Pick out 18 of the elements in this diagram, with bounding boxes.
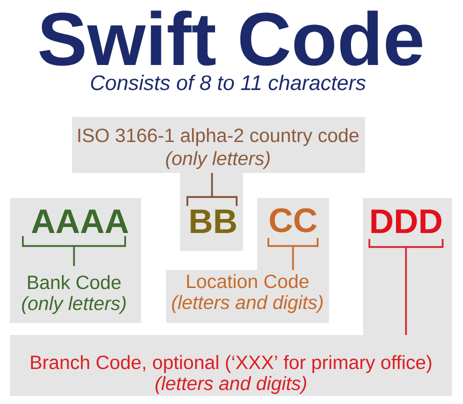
bracket-connector bbox=[268, 238, 318, 270]
bracket-connector bbox=[368, 239, 444, 335]
description-box: Bank Code (only letters) bbox=[10, 266, 141, 323]
subtitle: Consists of 8 to 11 characters bbox=[91, 74, 366, 90]
node-label: (only letters) bbox=[22, 296, 126, 314]
title: Swift Code bbox=[39, 10, 422, 66]
node-label: DDD bbox=[371, 210, 442, 233]
node-label: AAAA bbox=[32, 210, 128, 233]
node-label: CC bbox=[270, 208, 317, 232]
node-label: BB bbox=[190, 210, 236, 233]
bracket-connector bbox=[186, 173, 238, 206]
code-segment-box: BB bbox=[180, 173, 243, 251]
node-label: Bank Code bbox=[28, 275, 121, 290]
description-box: Location Code (letters and digits) bbox=[166, 270, 329, 323]
code-segment-box: CC bbox=[257, 198, 329, 270]
bracket-connector bbox=[22, 236, 126, 266]
code-segment-box: AAAA bbox=[10, 198, 141, 266]
code-segment-box: DDD bbox=[363, 198, 452, 335]
